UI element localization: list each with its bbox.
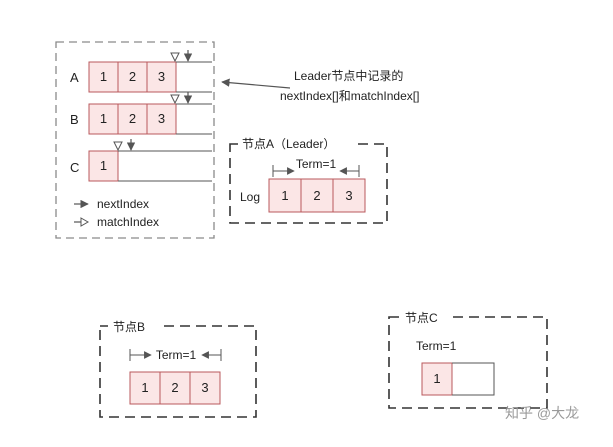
- node-b-term: Term=1: [156, 348, 197, 362]
- row-b-value-3: 3: [158, 111, 165, 126]
- node-a: 节点A（Leader） Term=1 Log 1 2 3: [229, 134, 388, 224]
- row-b-label: B: [70, 112, 79, 127]
- row-b-track: [176, 103, 212, 135]
- node-a-value-3: 3: [345, 188, 352, 203]
- row-c-track: [118, 150, 212, 182]
- node-b-title: 节点B: [113, 320, 145, 334]
- row-b-value-2: 2: [129, 111, 136, 126]
- node-c-term: Term=1: [416, 339, 457, 353]
- node-a-value-1: 1: [281, 188, 288, 203]
- legend-match-label: matchIndex: [97, 215, 159, 229]
- node-c-title: 节点C: [405, 311, 438, 325]
- row-b-cell-2: [117, 103, 148, 135]
- row-a-label: A: [70, 70, 79, 85]
- node-c: 节点C Term=1 1: [388, 308, 548, 409]
- row-b: B 1 2 3: [70, 92, 212, 135]
- row-a-track: [176, 61, 212, 93]
- annotation: Leader节点中记录的 nextIndex[]和matchIndex[]: [221, 68, 419, 103]
- row-b-cell-3: [146, 103, 177, 135]
- legend-next-label: nextIndex: [97, 197, 149, 211]
- row-a-match-marker-icon: [170, 52, 180, 63]
- row-c-cell-1: [88, 150, 119, 182]
- legend-match-arrow-icon: [80, 217, 90, 227]
- node-b-cell-3: [189, 371, 221, 405]
- node-b-cell-2: [159, 371, 191, 405]
- node-c-title-bg: [399, 308, 449, 326]
- node-b-value-1: 1: [141, 380, 148, 395]
- node-b-title-bg: [108, 317, 158, 335]
- annotation-arrow-icon: [221, 78, 291, 89]
- node-a-title: 节点A（Leader）: [242, 137, 335, 151]
- node-c-frame: [388, 316, 548, 409]
- node-c-track: [452, 362, 495, 396]
- node-b-value-3: 3: [201, 380, 208, 395]
- watermark: 知乎 @大龙: [505, 405, 579, 421]
- row-c-label: C: [70, 160, 79, 175]
- annotation-line-1: Leader节点中记录的: [294, 68, 403, 83]
- node-a-cell-3: [332, 178, 366, 213]
- node-a-term: Term=1: [296, 157, 337, 171]
- row-c-value-1: 1: [100, 158, 107, 173]
- leader-index-panel: [55, 41, 215, 239]
- row-a-value-3: 3: [158, 69, 165, 84]
- row-a-value-2: 2: [129, 69, 136, 84]
- row-c: C 1: [70, 139, 212, 182]
- node-a-log-label: Log: [240, 190, 260, 204]
- legend: nextIndex matchIndex: [74, 197, 159, 229]
- node-c-value-1: 1: [433, 371, 440, 386]
- row-c-match-marker-icon: [113, 141, 123, 152]
- node-a-cell-2: [300, 178, 334, 213]
- row-a: A 1 2 3: [70, 50, 212, 93]
- row-a-value-1: 1: [100, 69, 107, 84]
- node-b-frame: [99, 325, 257, 418]
- row-b-match-marker-icon: [170, 94, 180, 105]
- annotation-line-2: nextIndex[]和matchIndex[]: [280, 89, 419, 103]
- row-a-cell-3: [146, 61, 177, 93]
- node-a-frame: [229, 143, 388, 224]
- row-b-value-1: 1: [100, 111, 107, 126]
- node-c-cell-1: [421, 362, 453, 396]
- node-b-value-2: 2: [171, 380, 178, 395]
- row-a-cell-1: [88, 61, 119, 93]
- node-b: 节点B Term=1 1 2 3: [99, 317, 257, 418]
- node-a-title-bg: [238, 134, 352, 152]
- node-a-value-2: 2: [313, 188, 320, 203]
